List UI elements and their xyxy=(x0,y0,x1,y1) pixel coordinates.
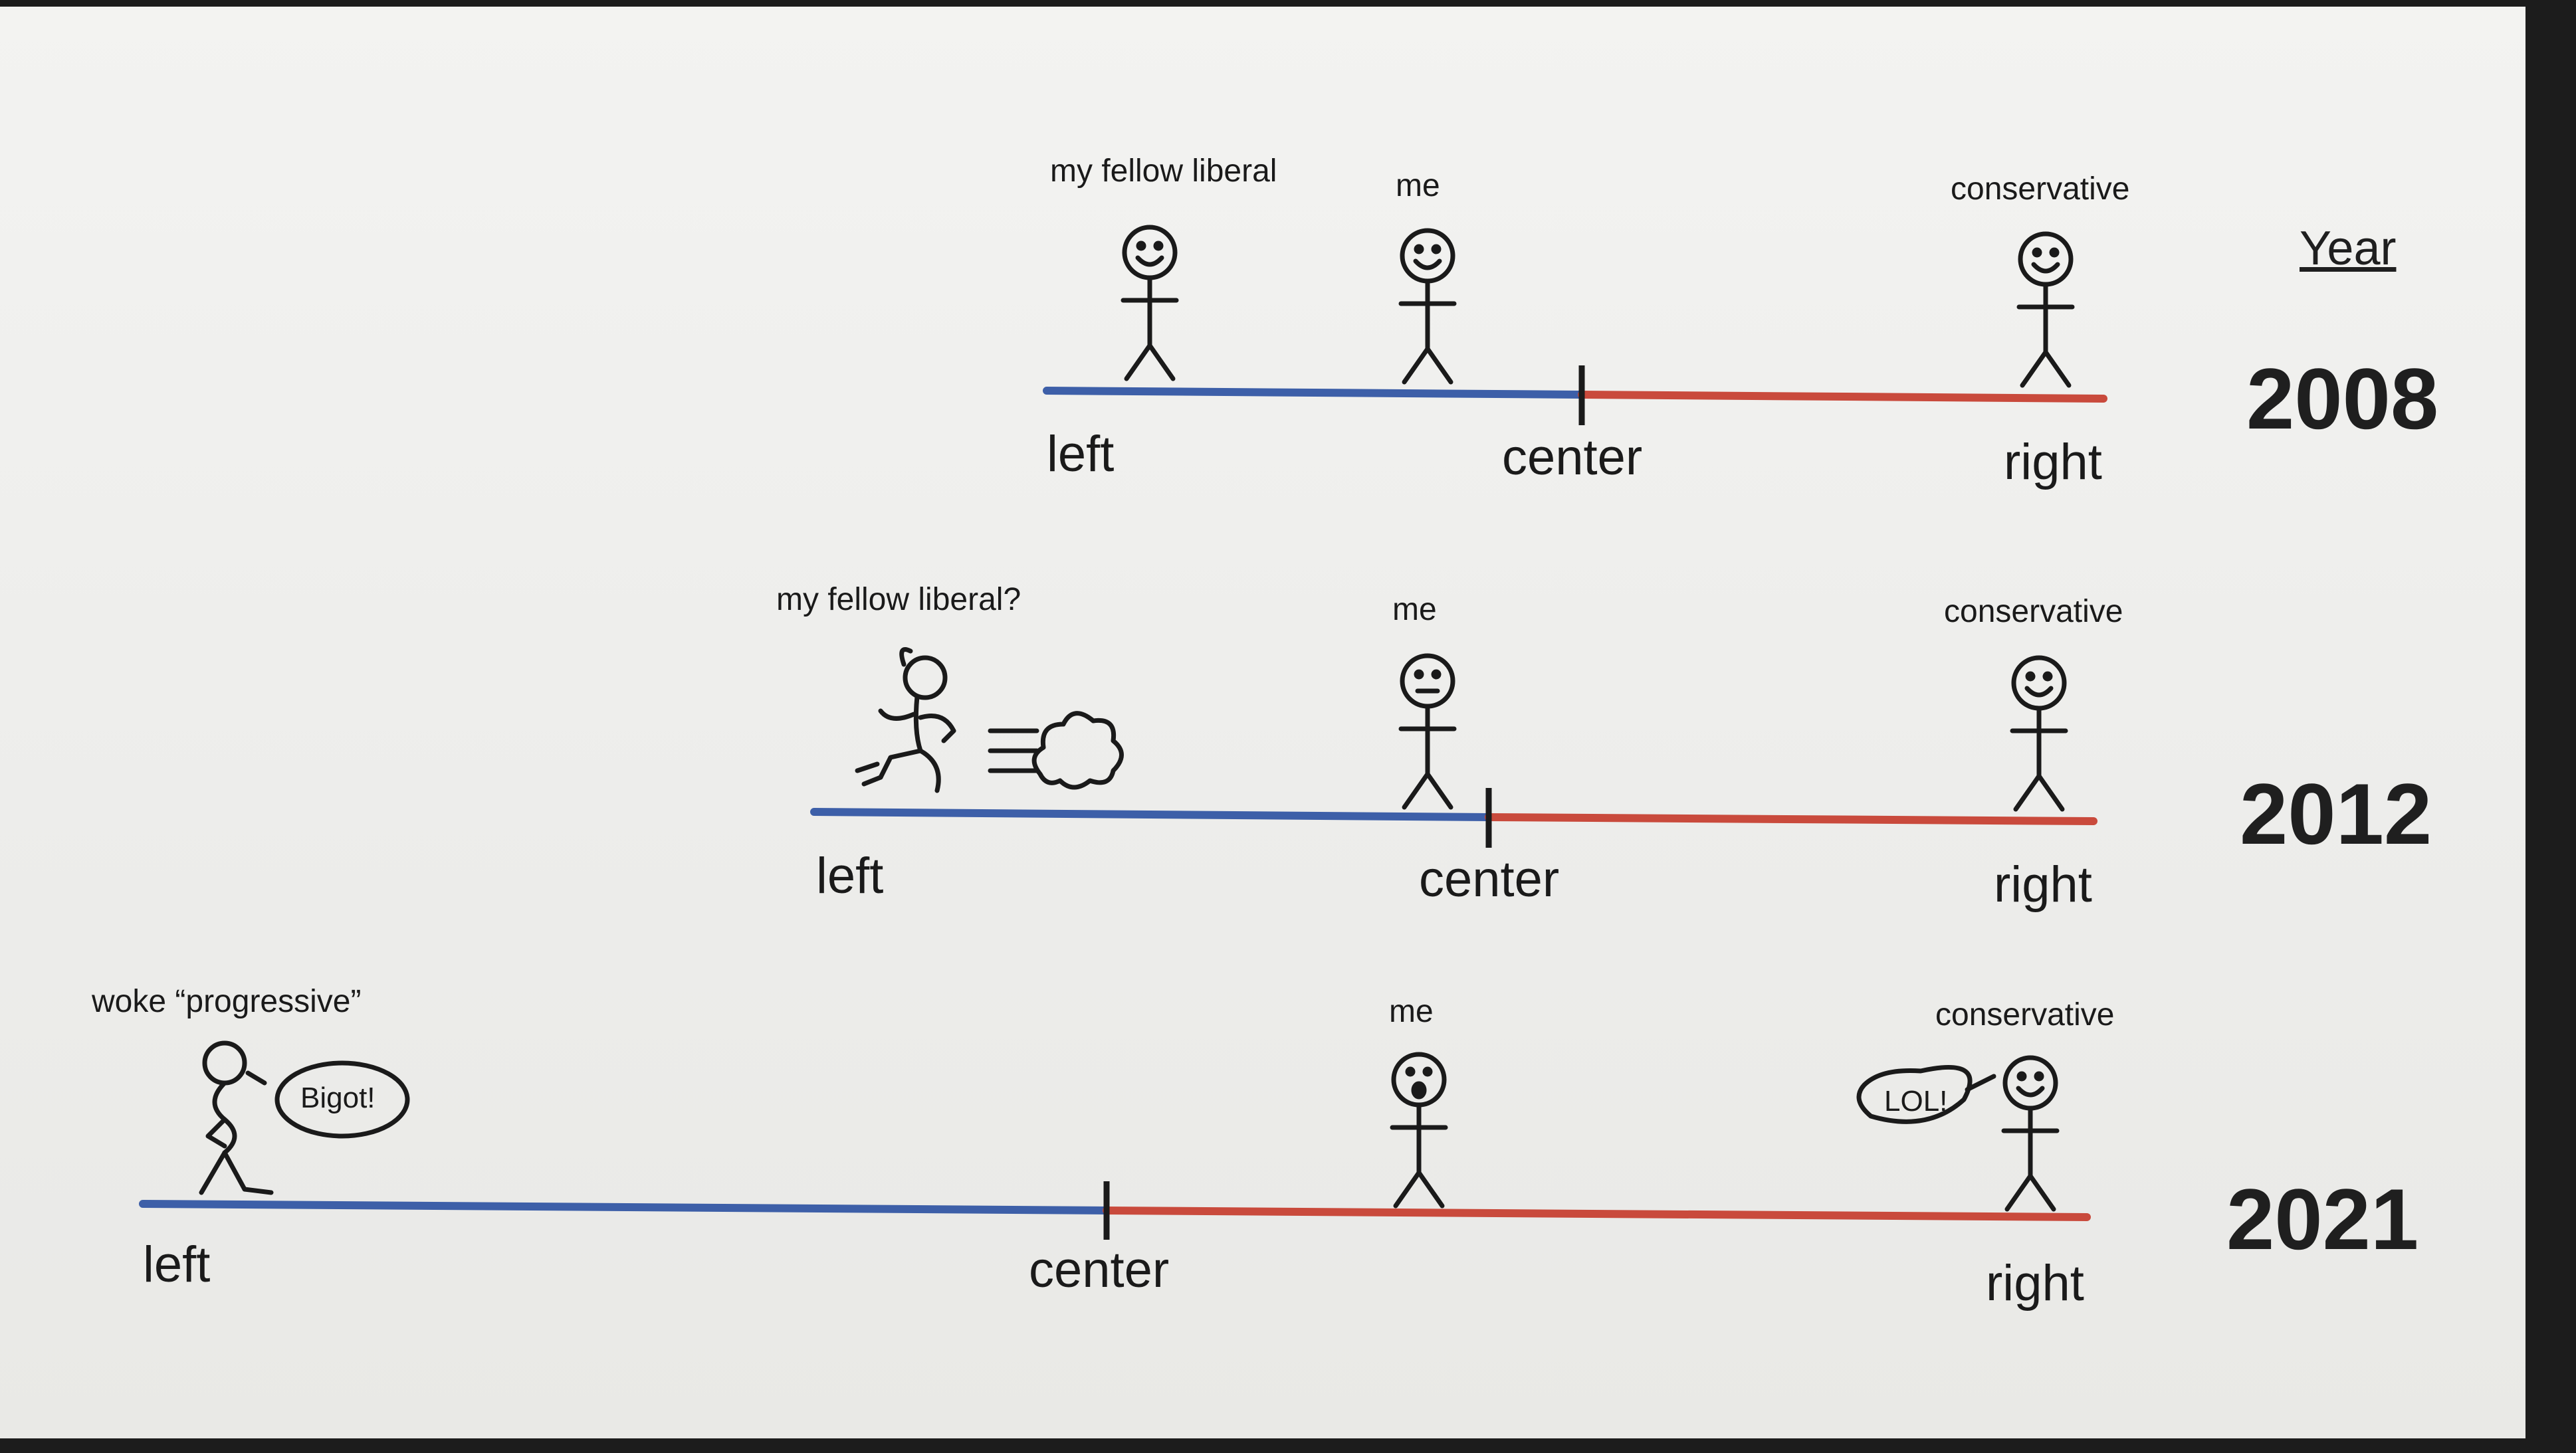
conservative-label-2012: conservative xyxy=(1944,594,2123,629)
conservative-label-2021: conservative xyxy=(1935,997,2115,1032)
year-header: Year xyxy=(2300,222,2397,275)
conservative-label-2008: conservative xyxy=(1951,171,2130,207)
axis-left-label-2008: left xyxy=(1047,426,1115,482)
bigot-speech-bubble xyxy=(274,1060,410,1139)
fellow-liberal-label-2012: my fellow liberal? xyxy=(776,582,1021,617)
axis-left-label-2012: left xyxy=(816,848,884,904)
axis-center-label-2012: center xyxy=(1419,851,1560,908)
axis-right-label-2012: right xyxy=(1994,856,2092,913)
lol-bubble-tail xyxy=(1965,1074,1996,1092)
year-label-2008: 2008 xyxy=(2246,350,2439,447)
fellow-liberal-figure-2008 xyxy=(1121,225,1179,381)
conservative-figure-2012 xyxy=(2010,655,2068,812)
row-2021 xyxy=(139,1181,2091,1240)
axis-left-label-2021: left xyxy=(143,1236,211,1293)
year-label-2021: 2021 xyxy=(2226,1171,2419,1268)
right-segment-2008 xyxy=(1578,391,2107,403)
me-figure-2021 xyxy=(1390,1052,1448,1209)
axis-right-label-2008: right xyxy=(2004,434,2102,490)
conservative-figure-2008 xyxy=(2016,231,2075,388)
conservative-figure-2021 xyxy=(2001,1055,2060,1212)
right-segment-2012 xyxy=(1485,813,2097,825)
lol-speech-text: LOL! xyxy=(1884,1085,1948,1117)
slide-background xyxy=(0,7,2525,1438)
right-segment-2021 xyxy=(1103,1207,2091,1221)
left-segment-2012 xyxy=(810,808,1493,821)
progressive-label-2021: woke “progressive” xyxy=(92,984,362,1019)
me-label-2021: me xyxy=(1389,994,1434,1029)
left-segment-2008 xyxy=(1043,387,1586,399)
axis-center-label-2008: center xyxy=(1502,429,1643,486)
year-label-2012: 2012 xyxy=(2240,765,2432,862)
lol-speech-bubble xyxy=(1856,1064,1973,1124)
axis-center-label-2021: center xyxy=(1029,1242,1170,1298)
running-figure-2012 xyxy=(855,647,956,793)
me-figure-2008 xyxy=(1398,228,1457,385)
me-figure-2012 xyxy=(1398,653,1457,810)
row-2008 xyxy=(1043,365,2107,425)
row-2012 xyxy=(810,788,2097,848)
progressive-figure-2021 xyxy=(199,1040,274,1195)
bigot-speech-text: Bigot! xyxy=(300,1082,376,1114)
me-label-2008: me xyxy=(1396,168,1440,203)
axis-right-label-2021: right xyxy=(1986,1255,2084,1311)
me-label-2012: me xyxy=(1392,592,1437,627)
dust-cloud-icon xyxy=(988,711,1124,790)
left-segment-2021 xyxy=(139,1200,1111,1214)
fellow-liberal-label-2008: my fellow liberal xyxy=(1050,153,1277,189)
